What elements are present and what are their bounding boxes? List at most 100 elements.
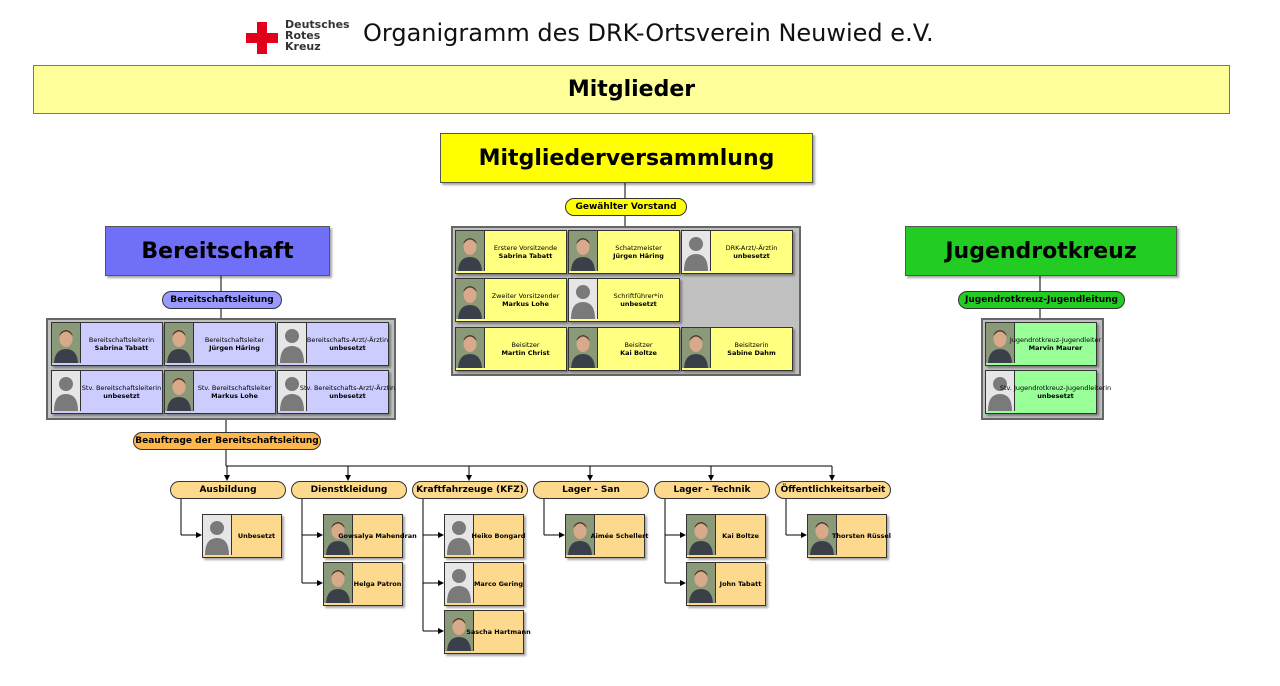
beauftragte-category-pill: Kraftfahrzeuge (KFZ): [412, 481, 528, 499]
person-photo-icon: [165, 371, 194, 411]
member-role: Beisitzerin: [734, 341, 769, 349]
person-photo-icon: [566, 515, 595, 555]
member-card-text: Gowsalya Mahendran: [338, 515, 417, 557]
logo-text: Deutsches Rotes Kreuz: [285, 19, 350, 52]
person-photo-icon: [682, 328, 711, 368]
beauftragte-category-pill: Lager - Technik: [654, 481, 770, 499]
member-name: Martin Christ: [501, 349, 550, 357]
member-name: unbesetzt: [620, 300, 657, 308]
member-card: Unbesetzt: [202, 514, 282, 558]
person-silhouette-icon: [682, 231, 711, 271]
person-photo-icon: [324, 563, 353, 603]
member-card: Heiko Bongard: [444, 514, 526, 558]
member-card: Kai Boltze: [686, 514, 766, 558]
member-name: Sabrina Tabatt: [94, 344, 149, 352]
member-name: Unbesetzt: [237, 532, 276, 540]
member-name: Thorsten Rüssel: [832, 532, 892, 540]
member-name: Jürgen Häring: [613, 252, 664, 260]
member-name: unbesetzt: [329, 344, 366, 352]
person-photo-icon: [569, 328, 598, 368]
member-card: Gowsalya Mahendran: [323, 514, 417, 558]
member-name: unbesetzt: [1037, 392, 1074, 400]
member-name: Kai Boltze: [620, 349, 657, 357]
person-photo-icon: [324, 515, 353, 555]
member-role: Beisitzer: [511, 341, 540, 349]
mitglieder-banner: Mitglieder: [33, 65, 1230, 114]
person-photo-icon: [456, 328, 485, 368]
member-role: Bereitschafts-Arzt/-Ärztin: [306, 336, 389, 344]
member-name: Sascha Hartmann: [466, 628, 531, 636]
member-card-text: Marco Gering: [474, 563, 523, 605]
member-name: Aimée Schellert: [590, 532, 649, 540]
member-name: Gowsalya Mahendran: [338, 532, 417, 540]
member-name: Markus Lohe: [502, 300, 549, 308]
member-name: Sabine Dahm: [727, 349, 776, 357]
person-photo-icon: [808, 515, 837, 555]
member-name: Sabrina Tabatt: [498, 252, 553, 260]
person-silhouette-icon: [986, 371, 1015, 411]
member-role: Erstere Vorsitzende: [493, 244, 558, 252]
member-card-text: Heiko Bongard: [472, 515, 526, 557]
red-cross-logo-icon: [246, 22, 278, 54]
member-card-text: Aimée Schellert: [591, 515, 649, 557]
member-card: Helga Patron: [323, 562, 403, 606]
person-photo-icon: [456, 279, 485, 319]
person-photo-icon: [687, 515, 716, 555]
person-silhouette-icon: [445, 515, 474, 555]
member-role: Jugendrotkreuz-Jugendleiter: [1009, 336, 1102, 344]
beauftragte-pill: Beauftrage der Bereitschaftsleitung: [133, 432, 321, 450]
member-card-text: Thorsten Rüssel: [832, 515, 891, 557]
logo-line: Deutsches: [285, 18, 350, 31]
member-name: Jürgen Häring: [209, 344, 260, 352]
member-card: John Tabatt: [686, 562, 766, 606]
jugendrotkreuz-box: Jugendrotkreuz: [905, 226, 1177, 276]
person-photo-icon: [986, 323, 1015, 363]
member-role: DRK-Arzt/-Ärztin: [725, 244, 778, 252]
member-name: Helga Patron: [353, 580, 402, 588]
person-photo-icon: [456, 231, 485, 271]
member-role: Stv. Bereitschaftsleiterin: [81, 384, 162, 392]
member-name: unbesetzt: [733, 252, 770, 260]
jugendleitung-pill: Jugendrotkreuz-Jugendleitung: [958, 291, 1125, 309]
member-name: John Tabatt: [719, 580, 762, 588]
member-card: Aimée Schellert: [565, 514, 649, 558]
mitgliederversammlung-box: Mitgliederversammlung: [440, 133, 813, 183]
bereitschaft-box: Bereitschaft: [105, 226, 330, 276]
member-card-text: Sascha Hartmann: [466, 611, 531, 653]
member-role: Stv. Bereitschafts-Arzt/-Ärztin: [299, 384, 396, 392]
member-role: Beisitzer: [624, 341, 653, 349]
vorstand-pill: Gewählter Vorstand: [565, 198, 687, 216]
member-name: Marvin Maurer: [1028, 344, 1083, 352]
person-silhouette-icon: [278, 371, 307, 411]
member-card: Marco Gering: [444, 562, 524, 606]
member-name: Kai Boltze: [722, 532, 759, 540]
logo-line: Rotes: [285, 29, 321, 42]
member-role: Schatzmeister: [615, 244, 662, 252]
member-card-text: Helga Patron: [353, 563, 402, 605]
beauftragte-category-pill: Öffentlichkeitsarbeit: [775, 481, 891, 499]
person-silhouette-icon: [203, 515, 232, 555]
member-card-text: John Tabatt: [716, 563, 765, 605]
